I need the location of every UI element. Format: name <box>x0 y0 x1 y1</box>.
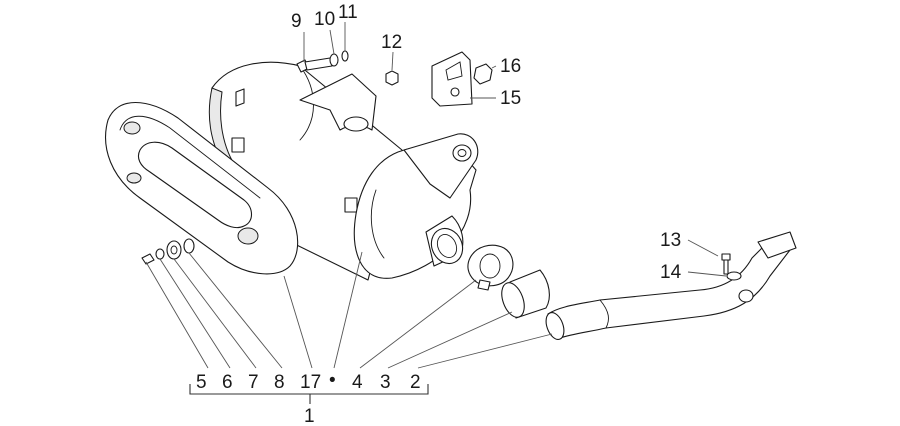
bolt-13-shank <box>723 259 729 275</box>
clip-top <box>235 88 245 107</box>
callout-9: 9 <box>291 11 302 32</box>
bolt-13-head <box>721 253 731 261</box>
callout-15: 15 <box>500 88 521 109</box>
kit-marker: • <box>329 370 336 391</box>
nut-12 <box>385 70 399 86</box>
manifold-stud-hole <box>738 289 754 303</box>
callout-12: 12 <box>381 32 402 53</box>
support-plate-assembly <box>431 51 493 107</box>
muffler-outlet-stub <box>425 215 464 267</box>
callout-17: 17 <box>300 372 321 393</box>
clip-middle <box>231 137 245 153</box>
callout-6: 6 <box>222 372 233 393</box>
washer-14 <box>726 271 742 281</box>
spacer-8 <box>183 238 195 254</box>
manifold-flange <box>757 231 797 259</box>
callout-13: 13 <box>660 230 681 251</box>
callout-3: 3 <box>380 372 391 393</box>
clamp <box>467 244 514 291</box>
bolt-9-shank <box>304 57 333 71</box>
callout-5: 5 <box>196 372 207 393</box>
washer-6 <box>155 248 165 260</box>
rubber-16 <box>473 63 493 85</box>
callout-10: 10 <box>314 9 335 30</box>
washer-10 <box>329 53 339 67</box>
callout-1: 1 <box>304 406 315 426</box>
callout-7: 7 <box>248 372 259 393</box>
screw-5 <box>141 253 155 265</box>
callout-8: 8 <box>274 372 285 393</box>
washer-11 <box>341 50 349 62</box>
exhaust-manifold <box>545 231 797 340</box>
manifold-bolt-assembly <box>721 253 742 281</box>
top-bolt-assembly <box>296 50 399 86</box>
callout-2: 2 <box>410 372 421 393</box>
muffler-upper-bracket <box>299 73 377 132</box>
leader-lines <box>145 22 727 369</box>
callout-11: 11 <box>338 2 358 23</box>
shield-fasteners <box>141 238 195 265</box>
kit-bracket <box>189 384 429 404</box>
callout-14: 14 <box>660 262 682 283</box>
heat-shield <box>105 101 299 275</box>
callout-labels: 9 10 11 12 16 15 13 14 5 6 7 8 17 • 4 3 … <box>196 2 682 426</box>
callout-4: 4 <box>352 372 363 393</box>
clip-bottom <box>344 197 358 213</box>
sleeve-gasket <box>501 269 550 319</box>
washer-7 <box>166 240 182 260</box>
callout-16: 16 <box>500 56 521 77</box>
